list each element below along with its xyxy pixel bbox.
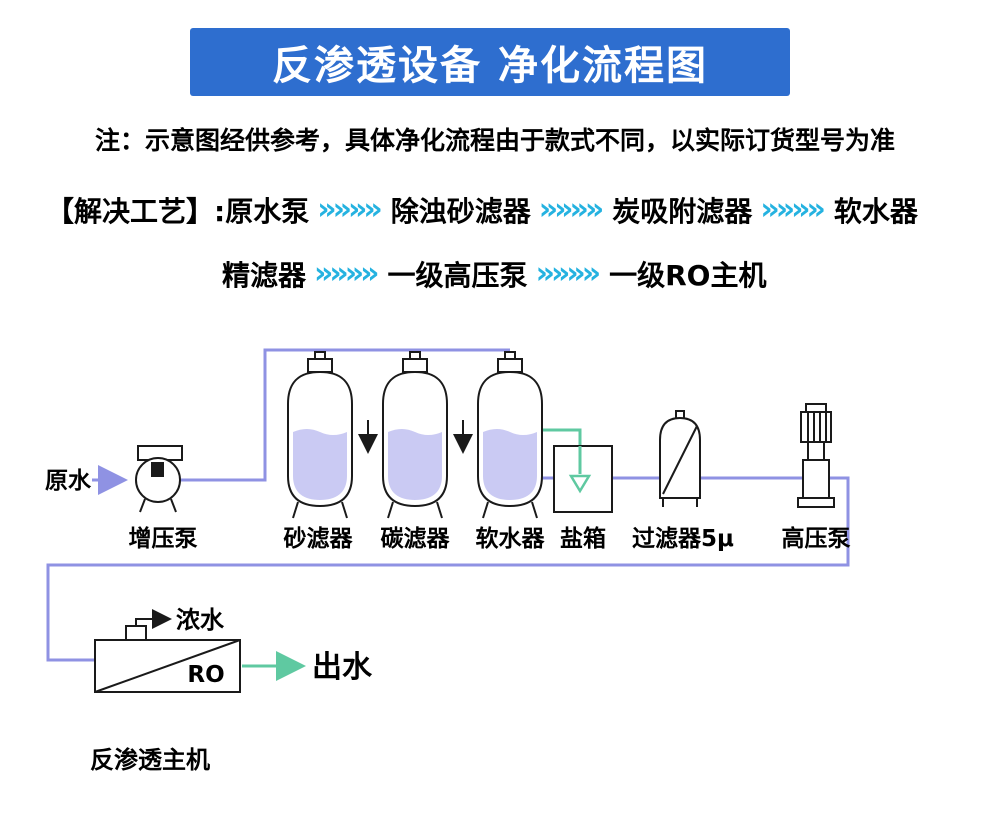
booster-pump-icon bbox=[135, 445, 183, 513]
booster-pump-label: 增压泵 bbox=[129, 525, 198, 552]
process-line-1: 【解决工艺】: 原水泵 »»»» 除浊砂滤器 »»»» 炭吸附滤器 »»»» 软… bbox=[46, 190, 918, 230]
process-step-sand-filter: 除浊砂滤器 bbox=[390, 195, 531, 228]
process-line-2: 精滤器 »»»» 一级高压泵 »»»» 一级RO主机 bbox=[222, 254, 918, 294]
pump-to-tanks-pipe bbox=[180, 348, 510, 482]
carbon-filter-icon bbox=[382, 351, 448, 519]
micron-filter-label: 过滤器5μ bbox=[632, 526, 734, 552]
softener-label: 软水器 bbox=[476, 525, 546, 552]
concentrate-arrow bbox=[135, 609, 172, 629]
process-flow-text: 【解决工艺】: 原水泵 »»»» 除浊砂滤器 »»»» 炭吸附滤器 »»»» 软… bbox=[46, 190, 918, 294]
sand-filter-icon bbox=[287, 351, 353, 519]
process-step-ro-host: 一级RO主机 bbox=[609, 259, 767, 292]
chevron-arrow-icon: »»»» bbox=[535, 256, 602, 291]
high-pressure-pump-icon bbox=[797, 403, 835, 508]
concentrate-label: 浓水 bbox=[176, 606, 225, 634]
ro-unit-label: 反渗透主机 bbox=[90, 746, 210, 774]
note-text: 注：示意图经供参考，具体净化流程由于款式不同，以实际订货型号为准 bbox=[94, 126, 895, 155]
micron-filter-icon bbox=[659, 410, 701, 507]
sand-filter-label: 砂滤器 bbox=[284, 526, 354, 552]
title-banner: 反渗透设备 净化流程图 bbox=[190, 28, 790, 96]
filter-to-ro-pipe bbox=[46, 476, 850, 662]
chevron-arrow-icon: »»»» bbox=[760, 192, 826, 227]
chevron-arrow-icon: »»»» bbox=[538, 192, 605, 227]
process-step-fine-filter: 精滤器 bbox=[222, 259, 307, 292]
softener-icon bbox=[477, 351, 543, 519]
process-prefix: 【解决工艺】: bbox=[46, 195, 226, 228]
carbon-filter-label: 碳滤器 bbox=[381, 526, 451, 552]
salt-box-label: 盐箱 bbox=[560, 525, 606, 552]
raw-water-label: 原水 bbox=[45, 468, 92, 494]
brine-line bbox=[542, 428, 582, 446]
hp-pump-label: 高压泵 bbox=[782, 525, 851, 552]
chevron-arrow-icon: »»»» bbox=[317, 192, 383, 227]
process-step-carbon-filter: 炭吸附滤器 bbox=[612, 195, 753, 228]
piping bbox=[46, 348, 850, 662]
ro-membrane-icon bbox=[94, 609, 306, 693]
salt-box-icon bbox=[553, 445, 613, 513]
process-step-softener: 软水器 bbox=[833, 195, 918, 228]
flow-diagram: 原水 增压泵 砂滤器 碳滤器 软水器 盐箱 过滤器5μ 高压泵 RO 浓水 出水… bbox=[45, 348, 851, 774]
chevron-arrow-icon: »»»» bbox=[314, 256, 380, 291]
process-step-hp-pump: 一级高压泵 bbox=[387, 259, 528, 292]
ro-text: RO bbox=[187, 662, 224, 688]
outflow-label: 出水 bbox=[312, 650, 373, 685]
process-step-raw-water-pump: 原水泵 bbox=[225, 195, 310, 228]
page-title: 反渗透设备 净化流程图 bbox=[272, 43, 708, 89]
